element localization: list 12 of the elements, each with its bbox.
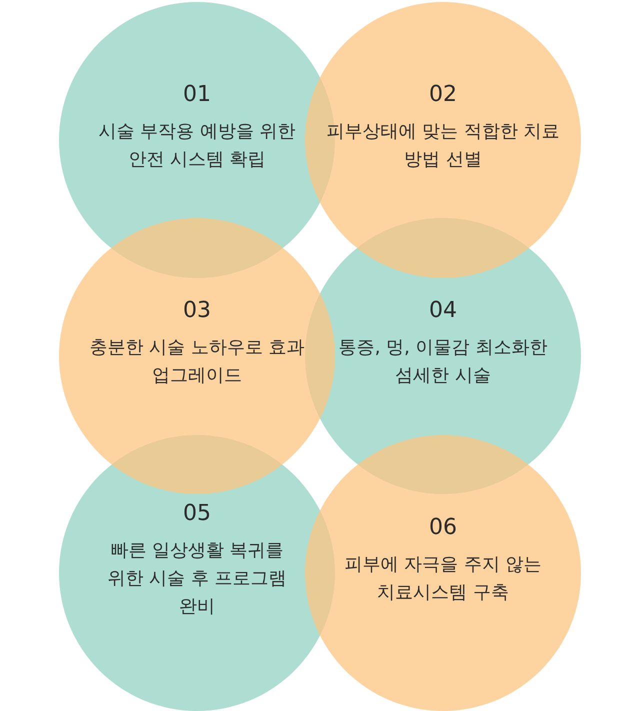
step-description: 충분한 시술 노하우로 효과 업그레이드 bbox=[88, 336, 306, 388]
step-description: 시술 부작용 예방을 위한 안전 시스템 확립 bbox=[97, 120, 297, 172]
step-description: 피부에 자극을 주지 않는 치료시스템 구축 bbox=[343, 553, 543, 606]
step-number: 04 bbox=[429, 298, 457, 324]
step-number: 05 bbox=[183, 500, 211, 528]
step-number: 02 bbox=[429, 82, 457, 108]
step-number: 06 bbox=[429, 514, 457, 542]
step-description: 통증, 멍, 이물감 최소화한 섬세한 시술 bbox=[338, 336, 548, 388]
step-description: 빠른 일상생활 복귀를 위한 시술 후 프로그램 완비 bbox=[106, 539, 288, 620]
step-number: 01 bbox=[183, 82, 211, 108]
step-number: 03 bbox=[183, 298, 211, 324]
step-description: 피부상태에 맞는 적합한 치료 방법 선별 bbox=[325, 120, 561, 172]
